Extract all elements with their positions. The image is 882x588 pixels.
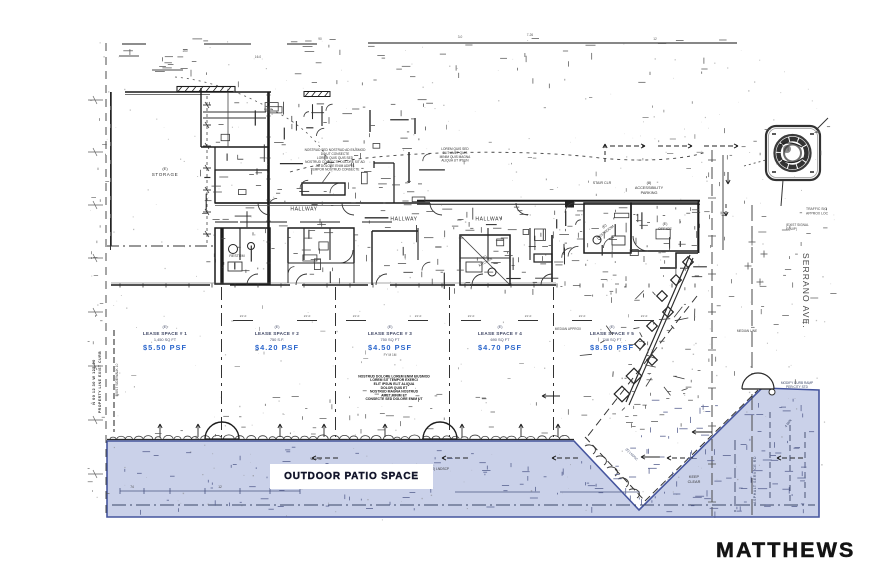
svg-text:HALLWAY: HALLWAY: [475, 217, 502, 223]
svg-text:$4.70 PSF: $4.70 PSF: [478, 343, 522, 352]
svg-text:STAIR CLR: STAIR CLR: [593, 181, 612, 185]
svg-text:ALIQUA UT IPSUN: ALIQUA UT IPSUN: [441, 159, 469, 163]
svg-text:750 SQ FT: 750 SQ FT: [380, 337, 400, 342]
svg-text:NOSTRUD MAGNA NOSTRUD: NOSTRUD MAGNA NOSTRUD: [370, 390, 419, 394]
svg-text:690 SQ FT: 690 SQ FT: [490, 337, 510, 342]
svg-text:(E) LNDSCP: (E) LNDSCP: [431, 467, 449, 471]
svg-text:LEASE SPACE # 4: LEASE SPACE # 4: [478, 331, 522, 336]
svg-text:TEMPOR NOSTRUD CONSECTE: TEMPOR NOSTRUD CONSECTE: [311, 168, 360, 172]
svg-text:(E): (E): [162, 325, 168, 329]
svg-text:APPROX LOC: APPROX LOC: [806, 212, 829, 216]
svg-text:ASPHALT SERVICE RD: ASPHALT SERVICE RD: [753, 456, 757, 504]
svg-text:EXIST SIDEWALK 10: EXIST SIDEWALK 10: [115, 363, 119, 396]
svg-text:LEASE SPACE # 1: LEASE SPACE # 1: [143, 331, 187, 336]
svg-text:7-26: 7-26: [527, 33, 534, 37]
svg-text:ELIT AMET QUIS: ELIT AMET QUIS: [443, 151, 468, 155]
svg-text:(E): (E): [387, 325, 393, 329]
svg-text:CLEAR: CLEAR: [688, 480, 701, 484]
svg-text:FY M 1M: FY M 1M: [384, 353, 397, 357]
svg-text:(E): (E): [601, 223, 607, 229]
svg-text:PER CITY STD: PER CITY STD: [786, 385, 809, 389]
svg-text:KITCHEN: KITCHEN: [478, 256, 493, 267]
svg-text:MEDIAN APPROX: MEDIAN APPROX: [555, 327, 582, 331]
svg-text:(EXIST SIGNAL: (EXIST SIGNAL: [786, 223, 809, 227]
svg-text:ACCESSIBILITY: ACCESSIBILITY: [635, 186, 664, 190]
svg-text:21'-0: 21'-0: [579, 314, 586, 318]
svg-text:21'-0: 21'-0: [641, 314, 648, 318]
svg-text:RESTRM: RESTRM: [229, 254, 244, 258]
svg-text:MODIFY CURB RAMP: MODIFY CURB RAMP: [781, 381, 813, 385]
svg-text:(E) LNDSC: (E) LNDSC: [625, 447, 640, 462]
svg-text:12: 12: [218, 485, 222, 489]
svg-text:21'-0: 21'-0: [304, 314, 311, 318]
svg-text:3-0: 3-0: [458, 35, 463, 39]
svg-text:$4.50 PSF: $4.50 PSF: [368, 343, 412, 352]
svg-text:MEDIAN LINE: MEDIAN LINE: [737, 329, 757, 333]
svg-text:160: 160: [182, 49, 188, 53]
svg-text:N 00 12 30 W 125.00: N 00 12 30 W 125.00: [92, 359, 96, 404]
svg-text:NOSTRUD SED NOSTRUD AD EIUSMOD: NOSTRUD SED NOSTRUD AD EIUSMOD: [305, 148, 366, 152]
svg-text:1,450 SQ FT: 1,450 SQ FT: [154, 337, 177, 342]
svg-text:HALLWAY: HALLWAY: [390, 217, 417, 223]
svg-text:748 SQ FT: 748 SQ FT: [602, 337, 622, 342]
svg-text:PARKING: PARKING: [641, 191, 658, 195]
svg-text:12: 12: [653, 37, 657, 41]
svg-text:HALLWAY: HALLWAY: [290, 207, 317, 213]
svg-text:4 MIN: 4 MIN: [784, 418, 793, 428]
svg-text:STORAGE: STORAGE: [152, 172, 179, 177]
svg-text:MINIM QUIS MAGNA: MINIM QUIS MAGNA: [440, 155, 472, 159]
svg-text:(E): (E): [274, 325, 280, 329]
svg-text:NOSTRUD DOLORE LOREM ENIM EIUS: NOSTRUD DOLORE LOREM ENIM EIUSMOD: [358, 374, 430, 378]
svg-text:LEASE SPACE # 2: LEASE SPACE # 2: [255, 331, 299, 336]
svg-text:21'-0: 21'-0: [525, 314, 532, 318]
svg-text:LEASE SPACE # 3: LEASE SPACE # 3: [368, 331, 412, 336]
svg-text:(E): (E): [497, 325, 503, 329]
svg-text:NOSTRUD CONSECTE DOLORE SIT AD: NOSTRUD CONSECTE DOLORE SIT AD: [305, 160, 365, 164]
svg-text:EQUIP): EQUIP): [786, 227, 797, 231]
svg-text:CONSECTE SED DOLORE ENIM UT: CONSECTE SED DOLORE ENIM UT: [365, 397, 423, 401]
svg-text:21'-0: 21'-0: [415, 314, 422, 318]
svg-text:LOREM SIT TEMPOR EXERCI: LOREM SIT TEMPOR EXERCI: [370, 378, 418, 382]
svg-text:90: 90: [318, 37, 322, 41]
svg-text:74: 74: [130, 485, 134, 489]
svg-text:$4.20 PSF: $4.20 PSF: [255, 343, 299, 352]
svg-text:AD DOLORE ENIM ADIPIS: AD DOLORE ENIM ADIPIS: [316, 164, 355, 168]
svg-text:(E): (E): [482, 254, 488, 260]
svg-text:KEEP: KEEP: [689, 475, 700, 479]
svg-text:$8.50 PSF: $8.50 PSF: [590, 343, 634, 352]
svg-text:PROPERTY LINE EXIST CURB: PROPERTY LINE EXIST CURB: [98, 351, 102, 413]
svg-text:(8): (8): [647, 181, 652, 185]
svg-text:DOLOR QUIS ET: DOLOR QUIS ET: [381, 386, 409, 390]
svg-text:LOREM QUIS QUIS SED: LOREM QUIS QUIS SED: [317, 156, 354, 160]
svg-text:(E): (E): [609, 325, 615, 329]
svg-text:WLK 12: WLK 12: [310, 457, 322, 461]
svg-text:(E): (E): [162, 166, 168, 171]
svg-text:ELIT IPSUN ELIT ALIQUA: ELIT IPSUN ELIT ALIQUA: [374, 382, 415, 386]
svg-text:TRAFFIC SIG: TRAFFIC SIG: [806, 207, 827, 211]
svg-text:AMET MINIM ET: AMET MINIM ET: [381, 393, 408, 397]
svg-text:750 S.F.: 750 S.F.: [270, 337, 284, 342]
svg-text:21'-0: 21'-0: [240, 314, 247, 318]
svg-text:LOREM QUIS SED: LOREM QUIS SED: [441, 147, 469, 151]
svg-text:21'-0: 21'-0: [353, 314, 360, 318]
svg-text:DO UT CONSECTE: DO UT CONSECTE: [321, 152, 349, 156]
svg-text:$5.50 PSF: $5.50 PSF: [143, 343, 187, 352]
svg-text:21'-0: 21'-0: [468, 314, 475, 318]
svg-text:(E): (E): [663, 222, 668, 226]
